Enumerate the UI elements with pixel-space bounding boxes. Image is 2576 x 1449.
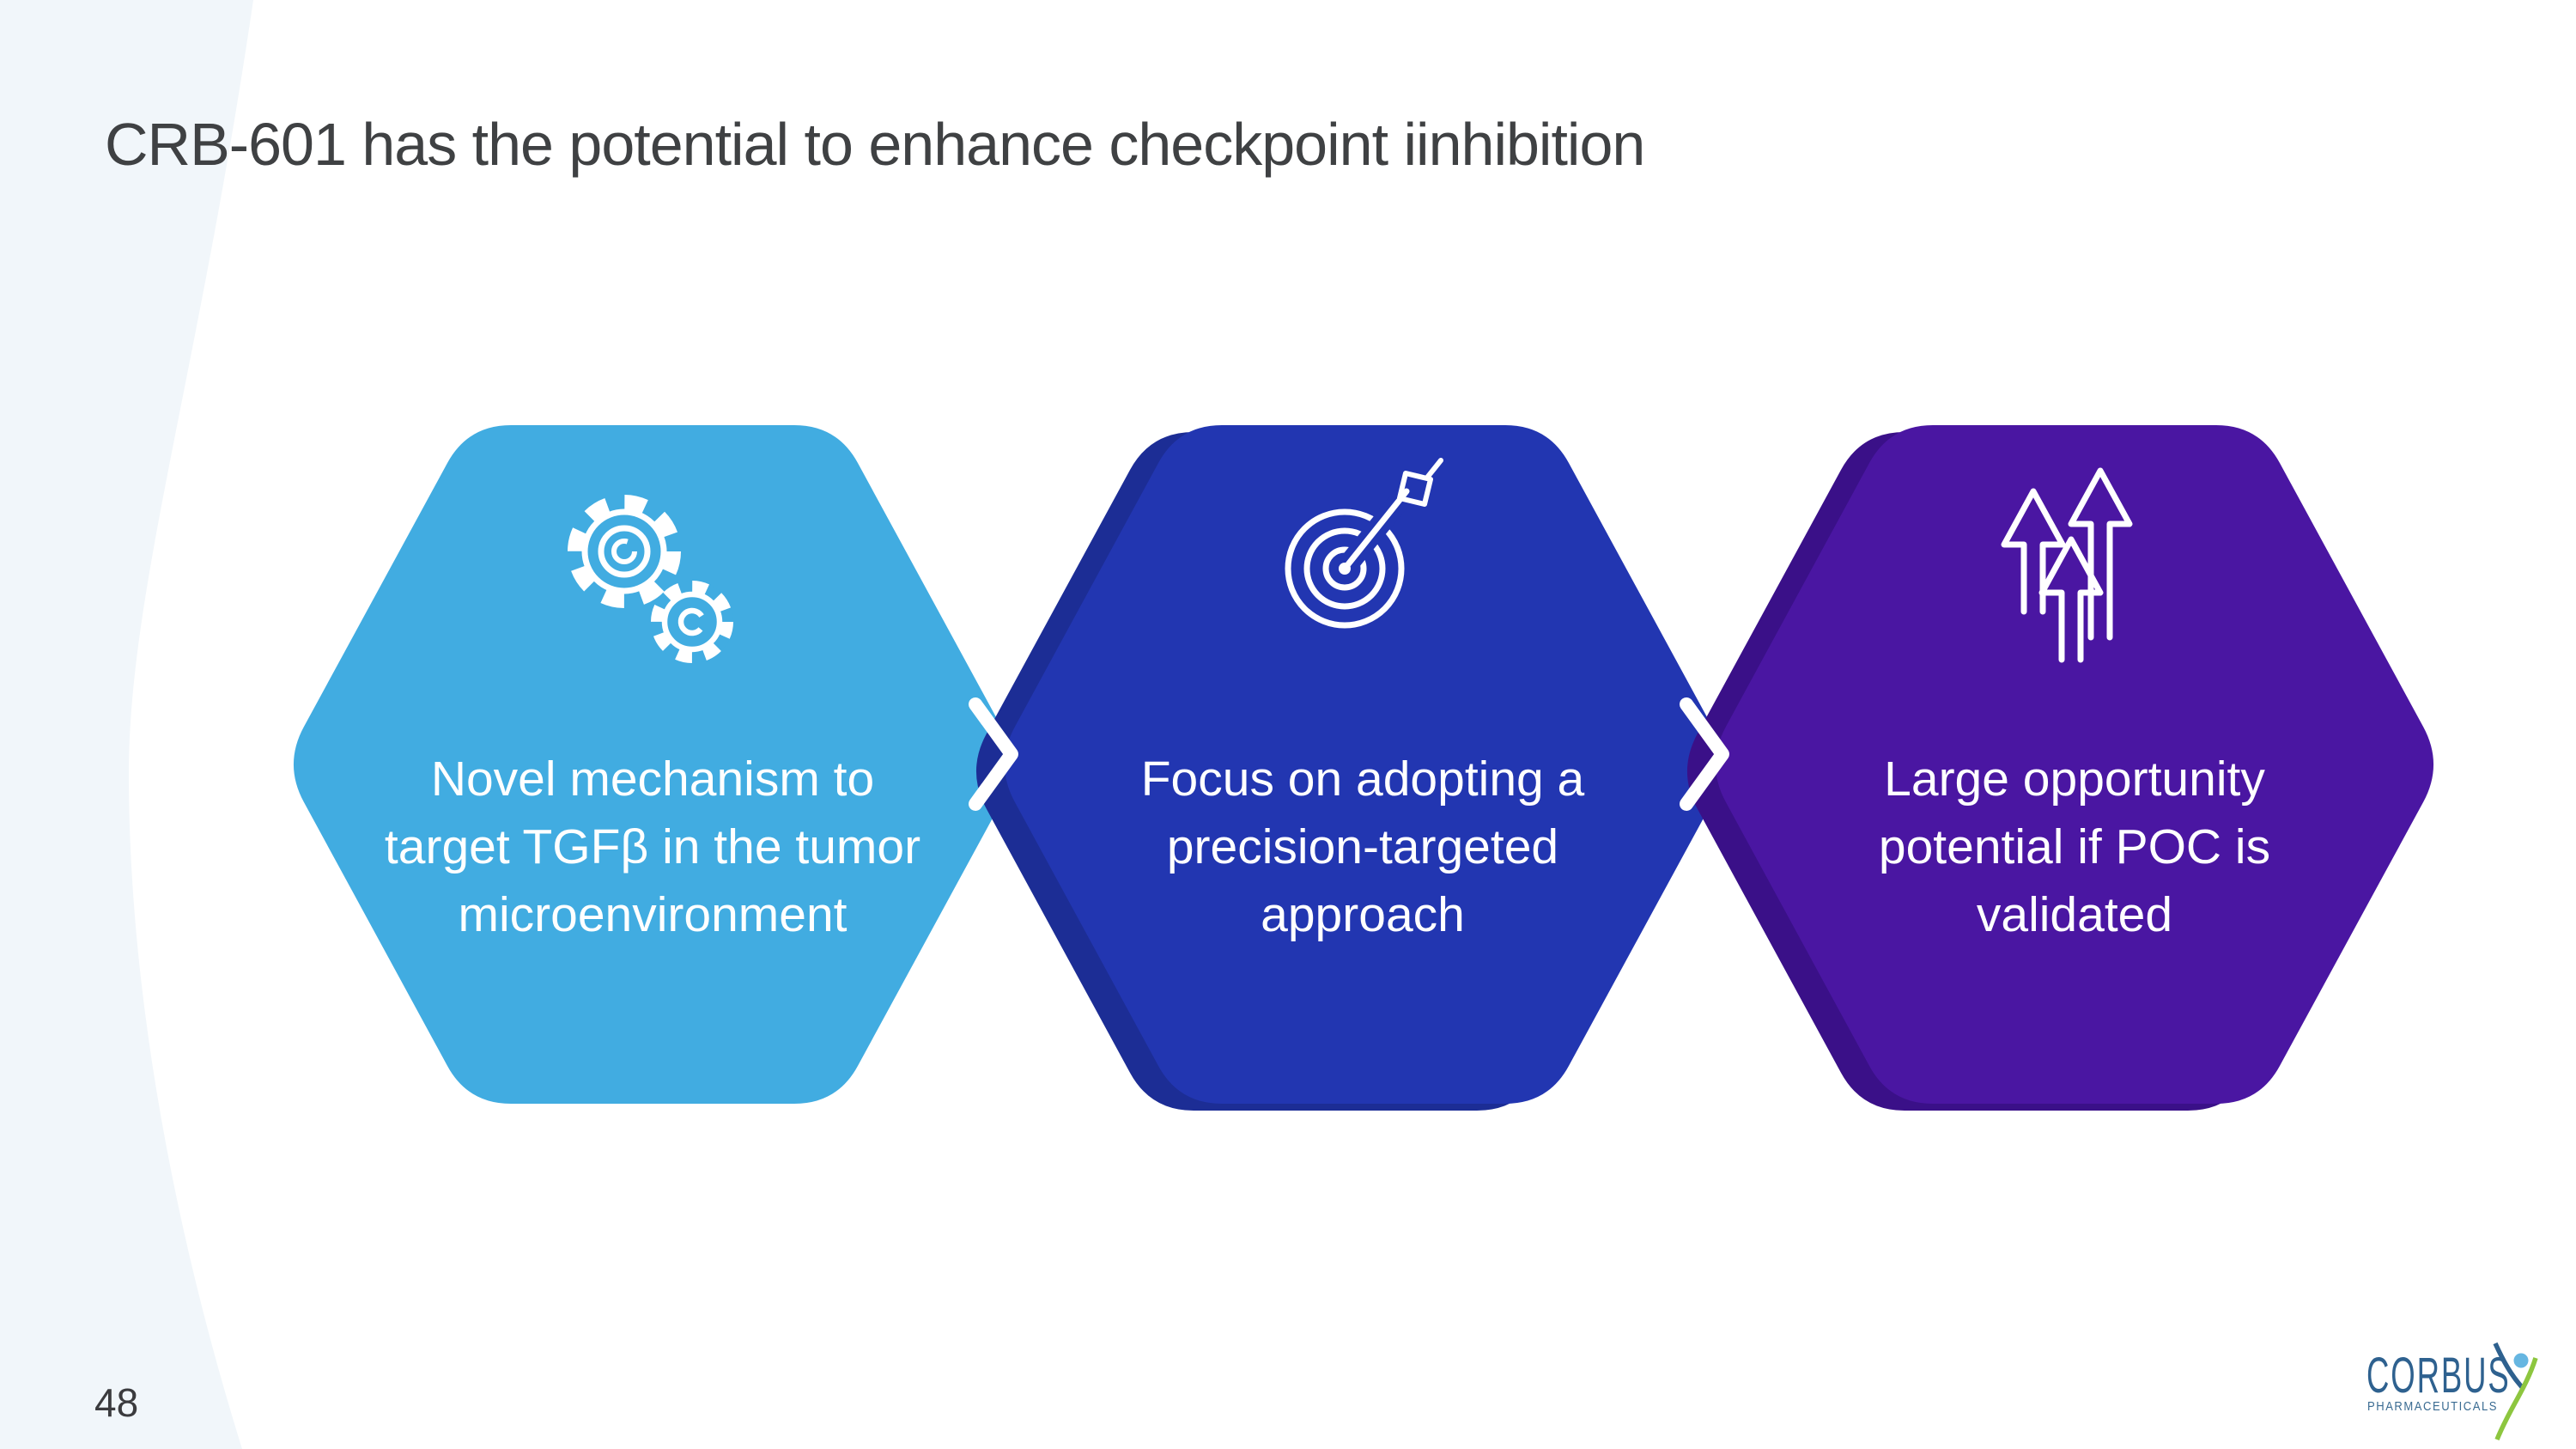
step3-label: Large opportunity potential if POC is va… bbox=[1878, 752, 2271, 942]
growth-arrows-icon bbox=[2001, 467, 2133, 663]
step2-label: Focus on adopting a precision-targeted a… bbox=[1140, 752, 1585, 942]
chevron-right-icon bbox=[969, 697, 1018, 811]
logo-figure-icon bbox=[2493, 1342, 2538, 1441]
gears-icon bbox=[568, 495, 733, 663]
chevron-right-icon bbox=[1680, 697, 1729, 811]
logo-company-text: CORBUS bbox=[2366, 1348, 2511, 1403]
target-arrow-icon bbox=[1285, 458, 1443, 629]
step1-label: Novel mechanism to target TGFβ in the tu… bbox=[384, 752, 921, 942]
left-crescent-decoration bbox=[0, 0, 253, 1449]
page-number: 48 bbox=[94, 1380, 139, 1425]
page-title: CRB-601 has the potential to enhance che… bbox=[105, 111, 1645, 178]
corbus-logo: CORBUS PHARMACEUTICALS bbox=[2361, 1333, 2576, 1449]
logo-division-text: PHARMACEUTICALS bbox=[2367, 1400, 2499, 1414]
